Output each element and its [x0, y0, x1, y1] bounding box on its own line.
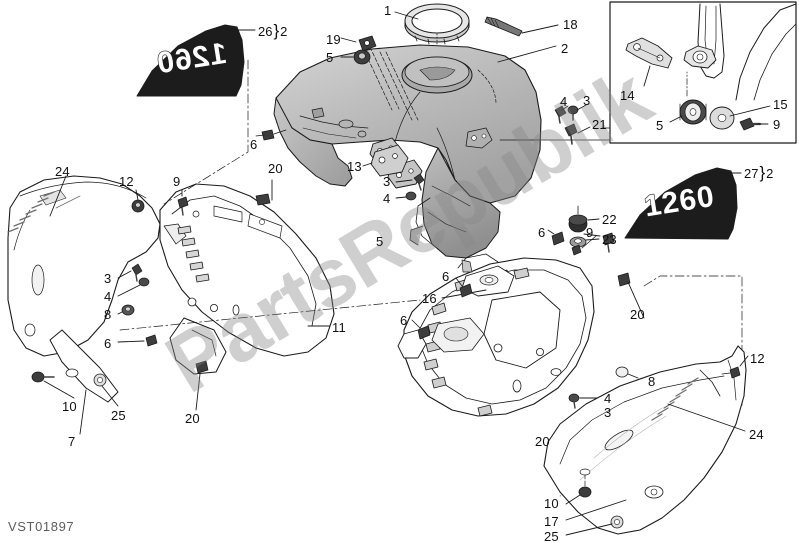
fuel-tank [273, 44, 542, 259]
washer-4-tank [405, 191, 417, 201]
filler-cap-ring [404, 3, 470, 45]
callout-4-washer-right: 4 [604, 391, 612, 406]
bush-5-inset [679, 99, 707, 125]
washer-15-inset [709, 106, 735, 130]
callout-21-screw: 21 [592, 117, 607, 132]
callout-25-grommet-left: 25 [111, 408, 126, 423]
callout-12-grommet-left: 12 [119, 174, 134, 189]
right-cowl-hardware [417, 231, 631, 429]
callout-3-screw-mid: 3 [383, 174, 391, 189]
callout-10-plug-right: 10 [544, 496, 559, 511]
callout-20-clip-left-lower: 20 [185, 411, 200, 426]
callout-24-left-side-panel: 24 [55, 164, 70, 179]
callout-22-rubber-mount: 22 [602, 212, 617, 227]
callout-16-right-inner-cowl: 16 [422, 291, 437, 306]
right-outer-side-panel [543, 345, 747, 535]
callout-6-clip-left-panel: 6 [104, 336, 112, 351]
right-inner-cowl [397, 253, 595, 417]
callout-3-screw-tank: 3 [583, 93, 591, 108]
detail-inset-box [609, 1, 797, 144]
callout-3-screw-left-panel: 3 [104, 271, 112, 286]
right-decal-qty: 2 [766, 166, 774, 181]
callout-4-washer-tank: 4 [560, 94, 568, 109]
right-decal-1260: 1260 [624, 167, 738, 240]
screw-3-tank [413, 173, 425, 191]
callout-15-washer: 15 [773, 97, 788, 112]
callout-5-grommet-top: 5 [326, 50, 334, 65]
callout-24-right-side-panel: 24 [749, 427, 764, 442]
callout-23-collar: 23 [602, 232, 617, 247]
callout-18-key: 18 [563, 17, 578, 32]
rubber-mount-22 [568, 205, 588, 233]
grommet-5-top [353, 49, 371, 65]
callout-6-clip-lower-left: 6 [400, 313, 408, 328]
tank-right-hardware [554, 105, 579, 145]
callout-19-clip: 19 [326, 32, 341, 47]
callout-8-bush-right: 8 [648, 374, 656, 389]
right-decal-brace: 27 } 2 [744, 163, 774, 182]
callout-25-grommet-right: 25 [544, 529, 559, 543]
left-decal-qty: 2 [280, 24, 288, 39]
callout-3-screw-right: 3 [604, 405, 612, 420]
callout-20-clip-right-lower: 20 [535, 434, 550, 449]
callout-4-washer-left-panel: 4 [104, 289, 112, 304]
callout-12-grommet-right: 12 [750, 351, 765, 366]
left-decal-bracket: } [273, 21, 280, 40]
callout-20-clip-upper: 20 [268, 161, 283, 176]
right-decal-ref: 27 [744, 166, 759, 181]
right-decal-bracket: } [759, 163, 766, 182]
callout-6-clip-left-of-cowl: 6 [442, 269, 450, 284]
callout-9-screw-lower: 9 [586, 225, 594, 240]
collar-23 [569, 236, 587, 248]
callout-2-fuel-tank: 2 [561, 41, 569, 56]
callout-13-bracket-tank: 13 [347, 159, 362, 174]
callout-9-screw-left: 9 [173, 174, 181, 189]
callout-4-washer-mid: 4 [383, 191, 391, 206]
left-inner-cowl [159, 183, 335, 375]
callout-7-left-bracket: 7 [68, 434, 76, 449]
key-18 [484, 16, 523, 37]
tank-lift-rods [362, 46, 419, 121]
callout-8-bush-left: 8 [104, 307, 112, 322]
callout-6-clip-upper-left: 6 [250, 137, 258, 152]
left-decal-1260: 1260 [136, 24, 245, 97]
callout-5-bush-inset: 5 [656, 118, 664, 133]
left-decal-brace: 26 } 2 [258, 21, 288, 40]
clip-19 [358, 35, 377, 52]
callout-10-plug-left: 10 [62, 399, 77, 414]
callout-11-left-inner-cowl: 11 [332, 320, 346, 335]
callout-14-bracket: 14 [620, 88, 635, 103]
callout-1-filler-cap-ring: 1 [384, 3, 392, 18]
callout-9-screw-inset: 9 [773, 117, 781, 132]
diagram-id-label: VST01897 [8, 519, 75, 534]
callout-20-clip-right: 20 [630, 307, 645, 322]
callout-5-grommet-mid: 5 [376, 234, 384, 249]
callout-6-clip-tank-lower: 6 [538, 225, 546, 240]
left-hardware-cluster [31, 196, 209, 387]
callout-17-clip-right: 17 [544, 514, 559, 529]
left-decal-ref: 26 [258, 24, 273, 39]
bracket-13 [370, 144, 409, 177]
